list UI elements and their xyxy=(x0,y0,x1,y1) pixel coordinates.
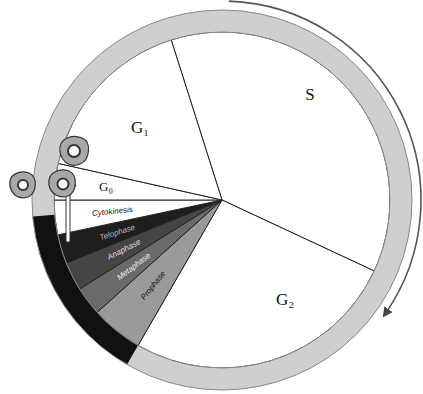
cell-icon xyxy=(49,170,75,197)
phase-sectors xyxy=(54,32,390,368)
ring-outline xyxy=(54,32,390,368)
phase-name: G₂ xyxy=(276,290,294,310)
phase-name: S xyxy=(305,85,314,105)
cell-icon xyxy=(60,137,89,166)
cycle-ring xyxy=(32,10,412,390)
ring-outline xyxy=(32,10,412,390)
phase-name: G₁ xyxy=(131,118,149,138)
phase-name: G₀ xyxy=(99,179,113,195)
direction-arrow xyxy=(229,1,421,314)
g1-label: G₁ xyxy=(129,117,151,139)
g2-label: G₂ xyxy=(274,289,296,311)
g1-sector xyxy=(58,40,222,200)
cell-icon xyxy=(10,172,35,198)
s-label: S xyxy=(303,84,316,106)
cytokinesis-sector xyxy=(54,200,222,235)
ring-band xyxy=(43,21,401,379)
g0-label: G₀ xyxy=(97,178,115,196)
